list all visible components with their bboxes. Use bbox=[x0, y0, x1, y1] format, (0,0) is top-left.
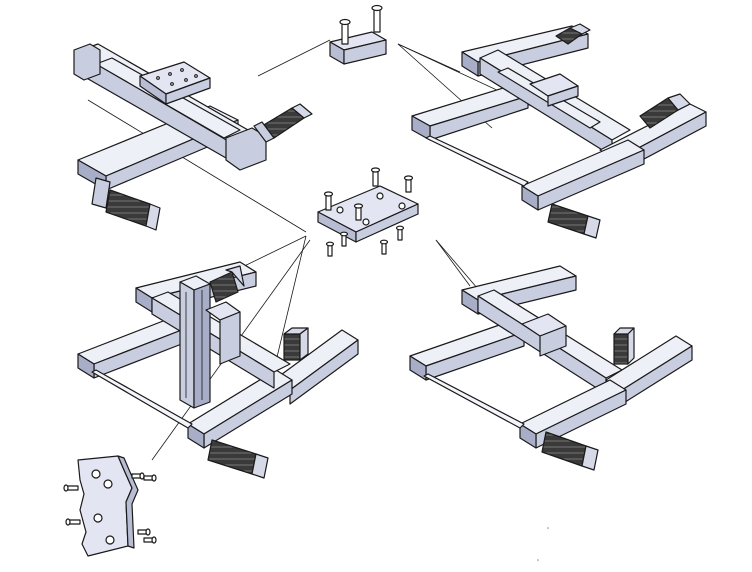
stray-marks bbox=[537, 527, 549, 561]
bolt-icon bbox=[339, 18, 351, 45]
guide-rod bbox=[423, 373, 525, 429]
bolt-icon bbox=[131, 472, 145, 480]
bolt-icon bbox=[143, 474, 157, 482]
slide-carriage bbox=[139, 61, 211, 105]
bottom-left-xyz-gantry-assembly bbox=[77, 261, 359, 479]
top-left-cross-slide-assembly bbox=[73, 43, 313, 231]
bolt-icon bbox=[143, 536, 157, 544]
bolt-icon bbox=[370, 167, 381, 187]
bolt-icon bbox=[63, 484, 79, 492]
linear-rail bbox=[519, 379, 627, 449]
bolt-icon bbox=[323, 191, 334, 211]
stepper-motor-icon bbox=[547, 203, 601, 239]
stepper-motor-icon bbox=[613, 327, 635, 365]
linear-rail bbox=[273, 329, 359, 405]
stepper-motor-icon bbox=[253, 103, 313, 143]
stepper-motor-icon bbox=[91, 177, 161, 231]
stepper-motor-icon bbox=[555, 23, 591, 45]
bolt-icon bbox=[65, 518, 81, 526]
z-axis-column bbox=[179, 275, 211, 409]
bolt-icon bbox=[403, 175, 414, 193]
stepper-motor-icon bbox=[283, 327, 309, 361]
stepper-motor-icon bbox=[541, 431, 599, 471]
linear-rail bbox=[77, 315, 193, 379]
stepper-motor-icon bbox=[207, 439, 269, 479]
bolt-icon bbox=[353, 203, 364, 221]
bottom-left-adapter-plate-with-bolts bbox=[63, 455, 157, 557]
bolt-icon bbox=[395, 225, 405, 241]
bolt-icon bbox=[379, 239, 389, 255]
linear-rail bbox=[411, 85, 529, 141]
stepper-motor-icon bbox=[209, 265, 245, 303]
linear-rail bbox=[521, 139, 645, 211]
guide-rod bbox=[91, 369, 193, 429]
bolt-icon bbox=[371, 4, 383, 33]
bottom-right-xy-gantry-with-motor bbox=[409, 265, 693, 471]
guide-rod bbox=[425, 135, 529, 187]
center-mounting-plate-with-bolts bbox=[317, 167, 419, 257]
bolt-icon bbox=[339, 231, 349, 247]
bolt-icon bbox=[137, 528, 151, 536]
bolt-icon bbox=[325, 241, 335, 257]
top-right-xy-gantry-assembly bbox=[411, 23, 707, 239]
stepper-motor-icon bbox=[639, 93, 691, 129]
linear-rail bbox=[187, 369, 293, 449]
top-bracket-with-two-bolts bbox=[329, 4, 387, 65]
